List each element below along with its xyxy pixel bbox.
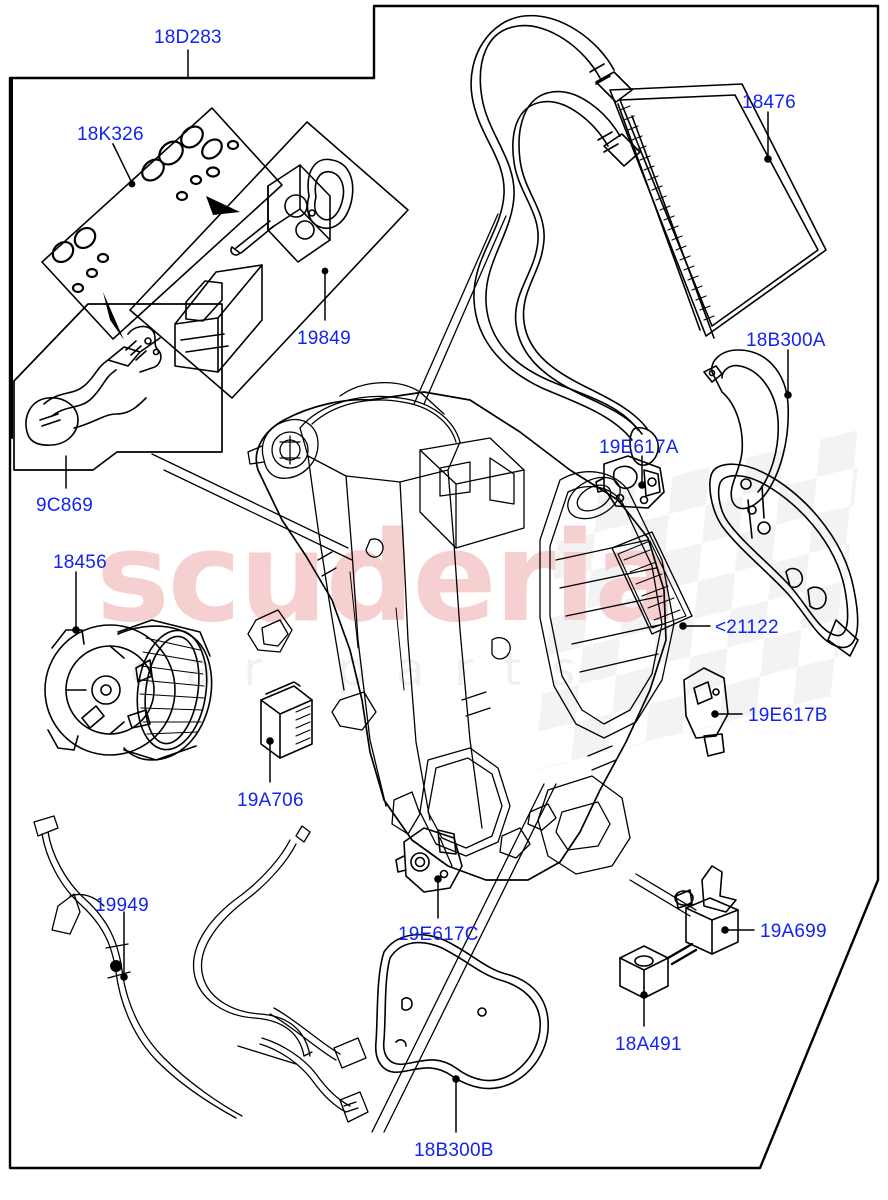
part-label-21122[interactable]: <21122 (715, 617, 779, 638)
diagram-border (8, 4, 880, 1170)
part-19a706 (260, 681, 313, 759)
part-label-18456[interactable]: 18456 (53, 552, 107, 573)
part-label-18a491[interactable]: 18A491 (615, 1034, 682, 1055)
part-21122 (611, 531, 693, 635)
part-label-18d283[interactable]: 18D283 (154, 27, 222, 48)
part-label-19849[interactable]: 19849 (297, 328, 351, 349)
part-label-19e617c[interactable]: 19E617C (398, 924, 479, 945)
part-label-19a706[interactable]: 19A706 (237, 790, 304, 811)
part-18a491 (619, 942, 698, 999)
part-19e617c (395, 827, 463, 893)
part-label-18b300b[interactable]: 18B300B (414, 1140, 494, 1161)
expansion-valve (267, 164, 331, 263)
part-label-19949[interactable]: 19949 (95, 895, 149, 916)
part-label-19e617b[interactable]: 19E617B (748, 705, 828, 726)
part-label-19a699[interactable]: 19A699 (760, 921, 827, 942)
hvac-unit-main (151, 213, 697, 1133)
part-19a699 (674, 865, 739, 955)
leader-dots (72, 155, 792, 1083)
part-19949 (33, 815, 369, 1123)
part-18476 (470, 14, 827, 466)
part-9c869 (25, 325, 162, 446)
part-18456 (44, 619, 213, 761)
part-19e617a (595, 455, 665, 509)
part-18b300a (703, 349, 859, 657)
part-label-18b300a[interactable]: 18B300A (746, 330, 826, 351)
part-label-18k326[interactable]: 18K326 (77, 124, 144, 145)
part-18b300b (375, 933, 549, 1090)
part-label-18476[interactable]: 18476 (742, 92, 796, 113)
leader-lines (65, 49, 789, 1133)
part-label-19e617a[interactable]: 19E617A (599, 437, 679, 458)
part-19e617b (683, 667, 729, 757)
subbox-9c869 (13, 303, 223, 471)
evaporator-core (174, 264, 263, 373)
part-label-9c869[interactable]: 9C869 (36, 495, 93, 516)
